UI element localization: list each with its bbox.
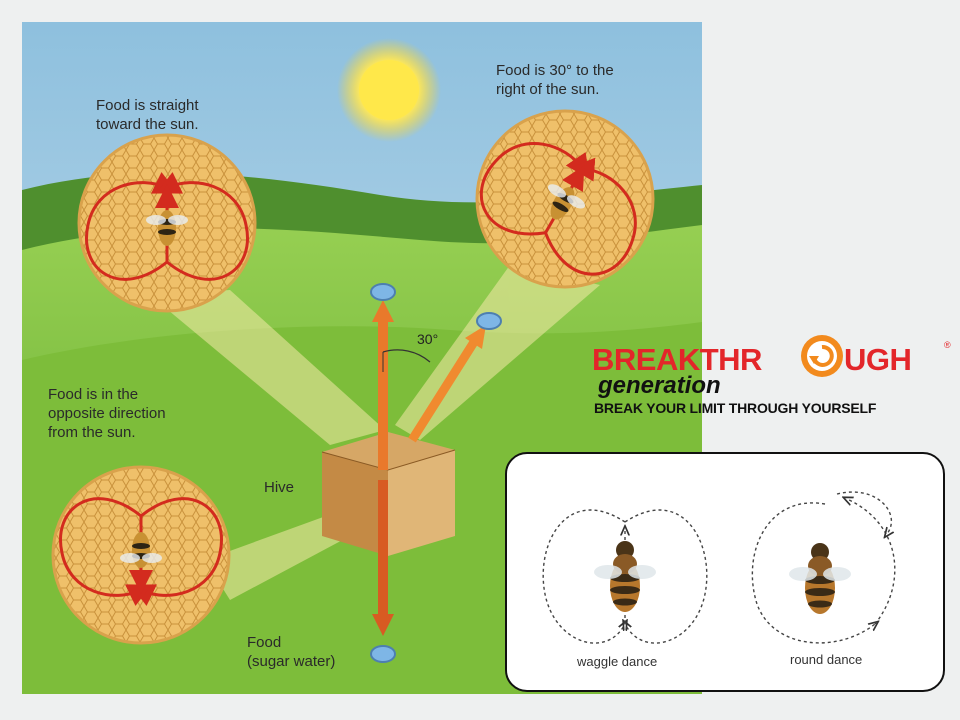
label-opposite-line3: from the sun. xyxy=(48,424,136,441)
round-dance-path xyxy=(751,491,896,644)
bee-icon xyxy=(547,184,586,220)
logo-tagline: BREAK YOUR LIMIT THROUGH YOURSELF xyxy=(594,400,877,416)
dance-comparison-panel: waggle dance round dance xyxy=(505,452,945,692)
logo-word-left: BREAKTHR xyxy=(592,342,762,377)
label-opposite-line1: Food is in the xyxy=(48,386,139,403)
round-dance-caption: round dance xyxy=(790,652,863,667)
bee-icon xyxy=(146,210,188,246)
label-straight: Food is straight toward the sun. xyxy=(96,96,199,134)
hive-box xyxy=(321,432,456,556)
label-straight-line2: toward the sun. xyxy=(96,116,199,133)
logo-registered-mark: ® xyxy=(944,340,951,350)
logo-word-right: UGH xyxy=(844,342,912,377)
label-straight-line1: Food is straight xyxy=(96,97,199,114)
food-dish-right xyxy=(476,312,502,330)
label-right30-line2: right of the sun. xyxy=(496,81,600,98)
angle-label: 30° xyxy=(417,331,438,347)
bee-icon xyxy=(789,543,851,614)
label-hive: Hive xyxy=(264,479,295,496)
breakthrough-logo: BREAKTHR UGH ® generation BREAK YOUR LIM… xyxy=(592,330,952,420)
logo-generation: generation xyxy=(598,372,721,399)
label-opposite: Food is in the opposite direction from t… xyxy=(48,385,166,442)
label-food-line2: (sugar water) xyxy=(247,653,336,670)
label-opposite-line2: opposite direction xyxy=(48,405,166,422)
dance-disc-opposite xyxy=(51,465,231,645)
food-dish-bottom xyxy=(370,645,396,663)
label-food: Food (sugar water) xyxy=(247,633,335,671)
label-food-line1: Food xyxy=(247,634,282,651)
waggle-dance-caption: waggle dance xyxy=(577,654,658,669)
bee-icon xyxy=(594,541,656,612)
label-right30-line1: Food is 30° to the xyxy=(496,62,614,79)
food-dish-top xyxy=(370,283,396,301)
refresh-circle-icon xyxy=(801,335,843,377)
bee-icon xyxy=(120,532,162,568)
sun xyxy=(337,38,441,142)
direction-arrows xyxy=(372,300,486,636)
label-right30: Food is 30° to the right of the sun. xyxy=(496,61,614,99)
dance-disc-straight xyxy=(77,133,257,313)
dance-comparison-diagram xyxy=(542,491,896,644)
dance-disc-right xyxy=(475,109,655,289)
